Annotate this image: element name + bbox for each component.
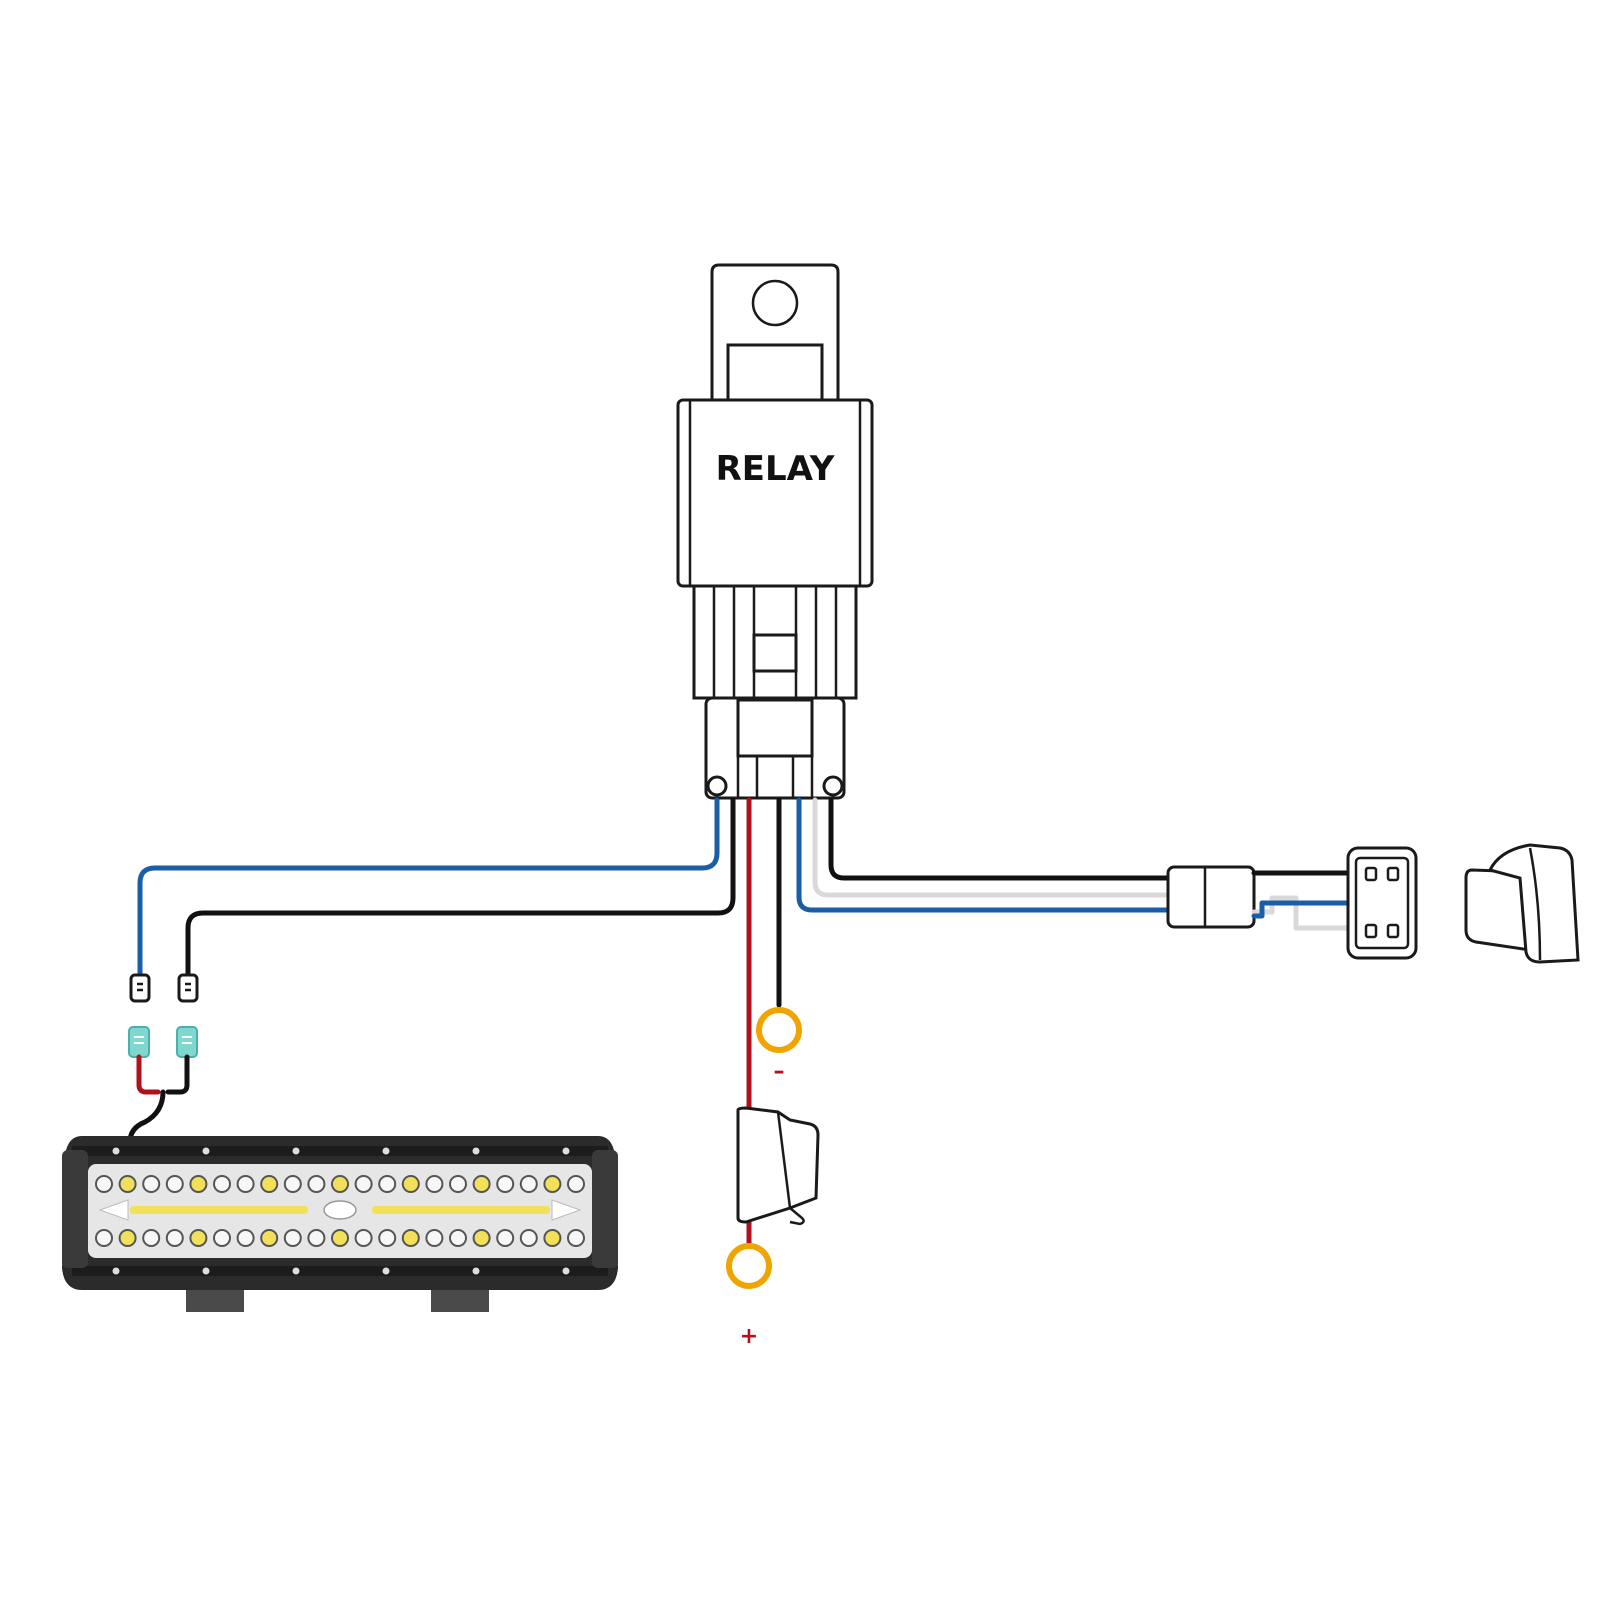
bolt-icon xyxy=(292,1147,300,1155)
led-row-top xyxy=(95,1175,585,1193)
bolt-icon xyxy=(382,1267,390,1275)
led-icon xyxy=(95,1175,113,1193)
blue-wire-light-bar xyxy=(137,797,720,978)
bolt-icon xyxy=(562,1147,570,1155)
mounting-hole-icon xyxy=(751,279,799,327)
led-icon xyxy=(401,1229,420,1247)
light-bar-connector-icon xyxy=(128,1026,150,1058)
led-icon xyxy=(543,1175,562,1193)
led-strip-right xyxy=(372,1206,550,1214)
led-row-bottom xyxy=(95,1229,585,1247)
white-wire-switch xyxy=(812,797,1171,898)
led-icon xyxy=(354,1229,373,1247)
led-icon xyxy=(472,1229,491,1247)
led-icon xyxy=(165,1229,184,1247)
led-icon xyxy=(213,1229,231,1247)
wire-harness xyxy=(137,797,1171,1249)
led-icon xyxy=(425,1229,444,1247)
led-icon xyxy=(401,1175,420,1193)
led-icon xyxy=(425,1175,444,1193)
led-icon xyxy=(236,1229,255,1247)
led-icon xyxy=(496,1229,515,1247)
led-strip-left xyxy=(130,1206,308,1214)
led-icon xyxy=(449,1229,467,1247)
relay-label: RELAY xyxy=(716,449,835,489)
led-icon xyxy=(567,1175,585,1193)
led-icon xyxy=(283,1229,302,1247)
led-icon xyxy=(378,1175,397,1193)
led-icon xyxy=(307,1229,326,1247)
led-icon xyxy=(283,1175,302,1193)
harness-connector-icon xyxy=(129,973,151,1003)
led-icon xyxy=(543,1229,562,1247)
bolt-row xyxy=(112,1147,570,1275)
bolt-icon xyxy=(202,1267,210,1275)
led-icon xyxy=(142,1175,161,1193)
bolt-icon xyxy=(292,1267,300,1275)
bolt-icon xyxy=(382,1147,390,1155)
bolt-icon xyxy=(562,1267,570,1275)
rocker-switch-icon xyxy=(1464,843,1580,964)
led-icon xyxy=(236,1175,255,1193)
harness-connector-icon xyxy=(177,973,199,1003)
rocker-switch-back-icon xyxy=(1346,846,1418,960)
led-icon xyxy=(165,1175,184,1193)
switch-connector-icon xyxy=(1166,865,1256,929)
led-icon xyxy=(567,1229,585,1247)
led-light-bar-icon xyxy=(62,1136,618,1312)
led-icon xyxy=(449,1175,467,1193)
light-bar-connectors xyxy=(127,973,199,1145)
led-icon xyxy=(496,1175,515,1193)
bolt-icon xyxy=(202,1147,210,1155)
led-icon xyxy=(519,1229,538,1247)
led-icon xyxy=(331,1175,349,1193)
negative-label: – xyxy=(774,1059,785,1084)
relay-icon: RELAY xyxy=(676,263,874,800)
led-icon xyxy=(213,1175,231,1193)
led-icon xyxy=(118,1229,137,1247)
bolt-icon xyxy=(112,1267,120,1275)
led-icon xyxy=(189,1175,208,1193)
led-icon xyxy=(378,1229,397,1247)
led-icon xyxy=(189,1229,208,1247)
led-icon xyxy=(354,1175,373,1193)
bolt-icon xyxy=(112,1147,120,1155)
positive-ring-terminal-icon: + xyxy=(726,1243,772,1349)
fuse-holder-icon xyxy=(736,1106,820,1226)
light-bar-connector-icon xyxy=(176,1026,198,1058)
led-icon xyxy=(331,1229,349,1247)
relay-body xyxy=(676,398,874,588)
led-icon xyxy=(260,1175,279,1193)
led-icon xyxy=(260,1229,279,1247)
led-icon xyxy=(307,1175,326,1193)
black-wire-switch xyxy=(828,797,1171,881)
positive-label: + xyxy=(740,1324,758,1349)
bolt-icon xyxy=(472,1147,480,1155)
led-icon xyxy=(472,1175,491,1193)
led-icon xyxy=(142,1229,161,1247)
led-icon xyxy=(519,1175,538,1193)
blue-wire-switch xyxy=(796,797,1171,913)
led-icon xyxy=(95,1229,113,1247)
black-wire-light-bar xyxy=(185,797,736,978)
bolt-icon xyxy=(472,1267,480,1275)
ground-ring-terminal-icon: – xyxy=(756,1007,802,1084)
led-icon xyxy=(118,1175,137,1193)
